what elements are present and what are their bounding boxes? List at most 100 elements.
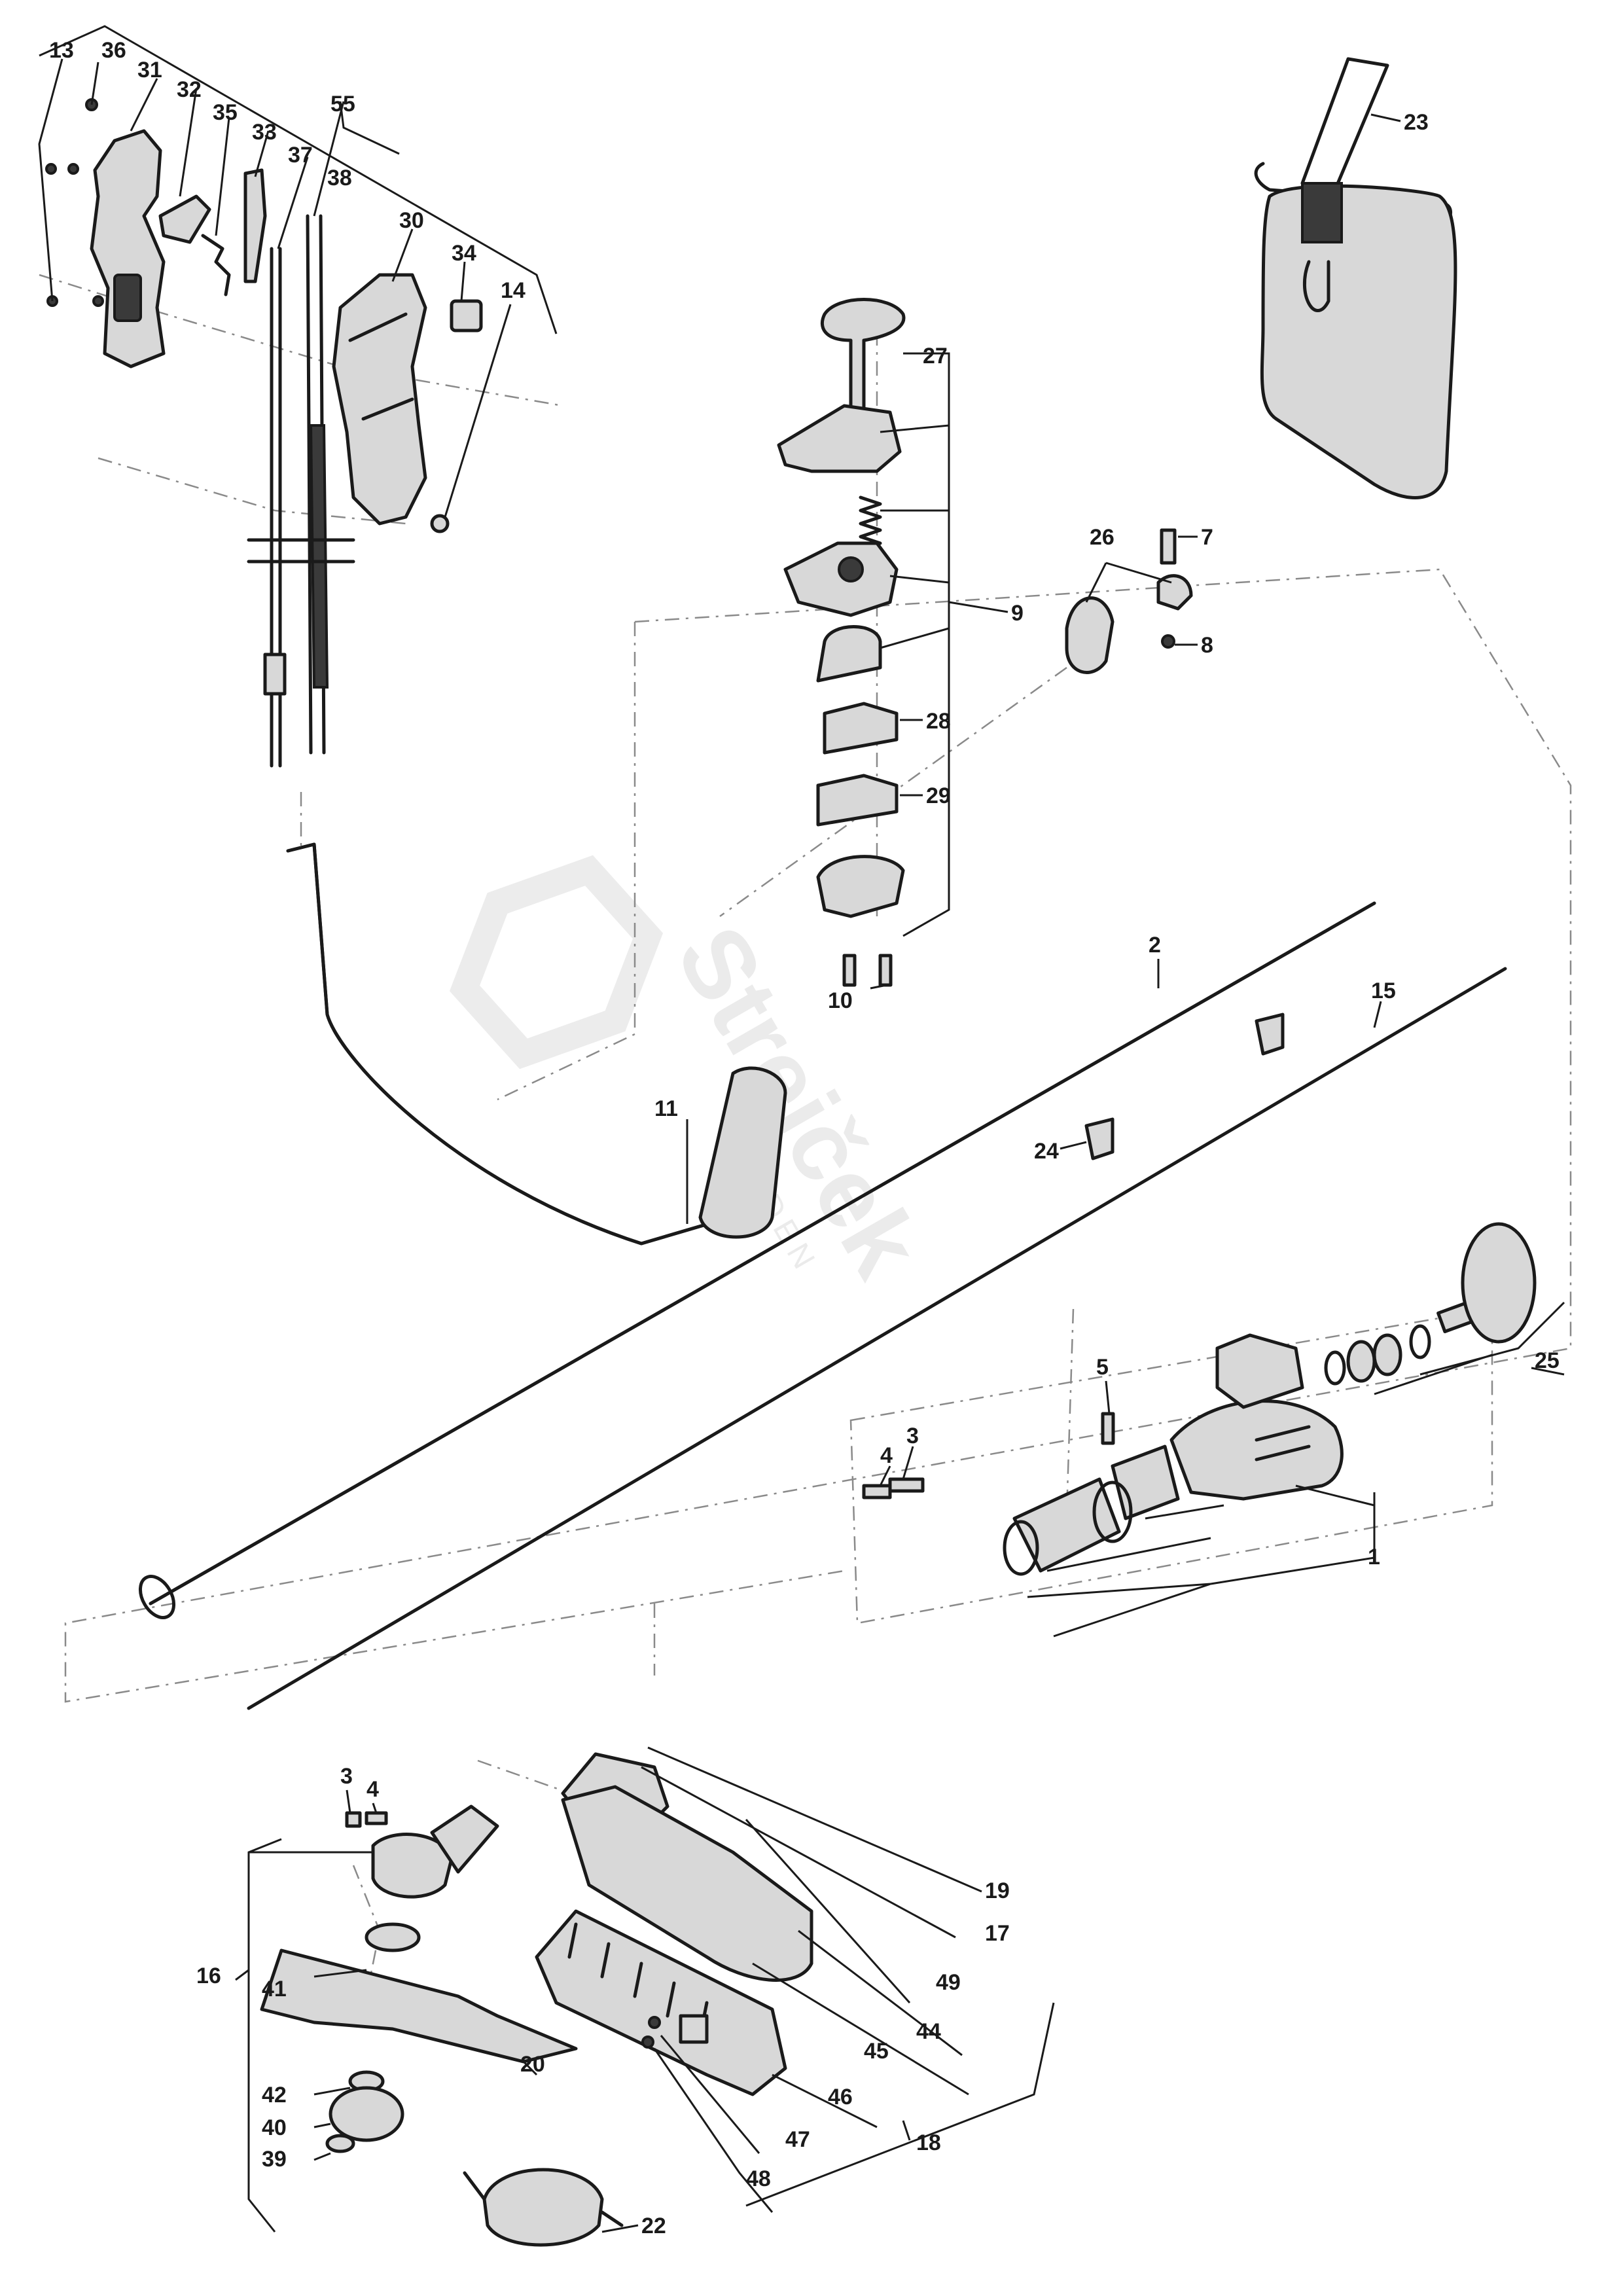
callout-32: 32	[177, 77, 202, 102]
callout-18: 18	[916, 2130, 941, 2155]
leaders-gearhead	[235, 1838, 538, 2233]
lever-33	[243, 168, 267, 283]
spring-35	[201, 234, 231, 296]
callout-11: 11	[654, 1096, 678, 1121]
callout-48: 48	[746, 2166, 771, 2191]
gearhead-16	[371, 1804, 499, 1899]
bearing-housing-1	[1169, 1333, 1344, 1501]
callout-29: 29	[926, 783, 951, 808]
callout-13: 13	[49, 38, 74, 63]
callout-4-upper: 4	[880, 1443, 893, 1468]
throttle-cable-37	[263, 247, 287, 768]
drive-shaft-15	[247, 967, 1507, 1710]
switch-34	[450, 299, 483, 332]
callout-14: 14	[501, 278, 526, 303]
guard-blade-screws-47-48	[641, 2014, 709, 2049]
callout-36: 36	[101, 38, 126, 63]
blade-20	[260, 1948, 578, 2064]
callout-16: 16	[196, 1964, 221, 1988]
callout-3-upper: 3	[906, 1424, 919, 1448]
clamp-top-cap	[777, 404, 902, 473]
rear-handle-right-half-30	[332, 273, 427, 526]
main-tube-2	[138, 901, 1376, 1619]
callout-15: 15	[1371, 978, 1396, 1003]
callout-2: 2	[1149, 933, 1161, 958]
callout-20: 20	[520, 2052, 545, 2077]
callout-33: 33	[252, 120, 277, 145]
clip-26	[1065, 528, 1198, 674]
callout-31: 31	[137, 58, 162, 82]
callout-28: 28	[926, 709, 951, 734]
sleeve-collar	[1111, 1444, 1180, 1520]
snap-ring	[1092, 1480, 1133, 1543]
callout-24: 24	[1034, 1139, 1059, 1164]
trimmer-head-22	[463, 2168, 639, 2247]
tube-sleeve	[1003, 1477, 1121, 1576]
bearing-cap-41	[365, 1922, 421, 1952]
callout-39: 39	[262, 2147, 287, 2172]
callout-17: 17	[985, 1921, 1010, 1946]
callout-3-lower: 3	[340, 1764, 353, 1789]
callout-35: 35	[213, 100, 238, 125]
callout-9: 9	[1011, 601, 1024, 626]
leaders-clamp	[870, 352, 1008, 990]
wire-conduit-38	[306, 214, 329, 755]
callout-49: 49	[936, 1970, 961, 1995]
callout-40: 40	[262, 2115, 287, 2140]
loop-handle-11	[286, 842, 787, 1246]
leaders-bearing	[879, 1301, 1565, 1638]
leaders-guard	[641, 1746, 1055, 2213]
clamp-insert-28	[823, 702, 899, 755]
cable-clip-24	[1060, 1013, 1285, 1160]
callout-1: 1	[1368, 1545, 1380, 1570]
callout-25: 25	[1535, 1348, 1560, 1373]
callout-44: 44	[916, 2019, 941, 2044]
callout-34: 34	[452, 241, 476, 266]
handle-insert-32	[158, 194, 211, 244]
rear-handle-left-half	[90, 129, 166, 368]
output-shaft-25	[1436, 1222, 1537, 1344]
callout-55: 55	[330, 92, 355, 117]
harness-23	[1254, 57, 1457, 499]
callout-27: 27	[923, 344, 948, 368]
callout-45: 45	[864, 2039, 889, 2064]
watermark-logo	[449, 855, 664, 1069]
cable-break-marks	[247, 538, 355, 564]
callout-labels: 1 2 3 4 5 7 8 9 10 11 13 14 15 16 17 18 …	[49, 38, 1560, 2238]
washer-42-40	[329, 2070, 404, 2142]
screws-3-4-lower	[345, 1789, 388, 1828]
callout-22: 22	[641, 2214, 666, 2238]
callout-37: 37	[288, 143, 313, 168]
clamp-collar	[816, 625, 882, 683]
leaders-handle	[38, 25, 558, 518]
bearings-and-circlips	[1324, 1324, 1431, 1386]
screws-13-36	[45, 98, 104, 307]
callout-8: 8	[1201, 633, 1213, 658]
callout-30: 30	[399, 208, 424, 233]
screws-3-4-5	[862, 1412, 1115, 1499]
callout-26: 26	[1090, 525, 1115, 550]
callout-38: 38	[327, 166, 352, 190]
callout-41: 41	[262, 1977, 287, 2001]
callout-5: 5	[1096, 1355, 1109, 1380]
callout-42: 42	[262, 2083, 287, 2108]
callout-47: 47	[785, 2127, 810, 2152]
clamp-upper-body	[783, 541, 899, 617]
screws-10	[842, 954, 893, 987]
clamp-knob-27	[820, 298, 906, 421]
clamp-spring	[859, 495, 882, 545]
callout-10: 10	[828, 988, 853, 1013]
nut-39	[325, 2134, 355, 2153]
guard-shield-44	[535, 1909, 787, 2096]
clamp-insert-29	[816, 774, 899, 827]
nut-14	[430, 514, 450, 533]
callout-19: 19	[985, 1878, 1010, 1903]
callout-23: 23	[1404, 110, 1429, 135]
callout-4-lower: 4	[366, 1777, 379, 1802]
callout-7: 7	[1201, 525, 1213, 550]
clamp-lower-body	[816, 855, 905, 918]
guard-upper-17	[561, 1785, 813, 1982]
callout-46: 46	[828, 2085, 853, 2109]
